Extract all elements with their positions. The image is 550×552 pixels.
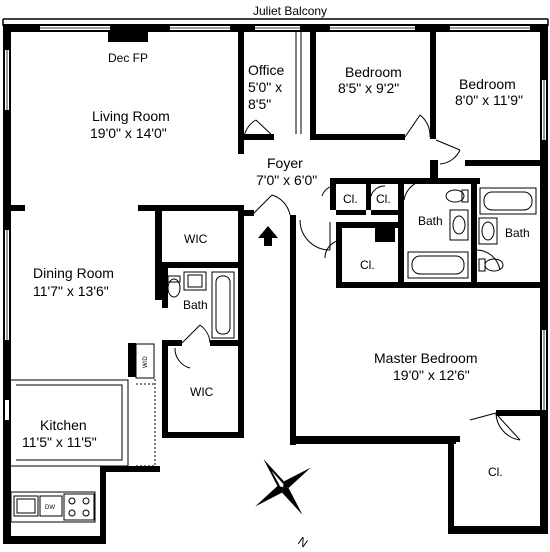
bedroom-1-label: Bedroom <box>345 64 402 80</box>
bedroom-2-label: Bedroom <box>459 76 516 92</box>
interior-walls <box>3 24 546 534</box>
closet-master-entry-label: Cl. <box>360 258 375 272</box>
office-dims-2: 8'5" <box>248 96 271 112</box>
bath-fixtures <box>167 187 537 339</box>
balcony-label: Juliet Balcony <box>253 4 327 18</box>
dining-room-label: Dining Room <box>33 265 114 281</box>
wic-lower-label: WIC <box>190 385 214 399</box>
bath-center-label: Bath <box>418 214 443 228</box>
dishwasher-label: DW <box>45 505 55 511</box>
living-room-dims: 19'0" x 14'0" <box>90 125 167 141</box>
dec-fp-label: Dec FP <box>108 51 148 65</box>
kitchen-label: Kitchen <box>40 417 87 433</box>
closet-foyer-1-label: Cl. <box>343 192 358 206</box>
closet-foyer-2-label: Cl. <box>376 192 391 206</box>
master-bedroom-dims: 19'0" x 12'6" <box>393 367 470 383</box>
foyer-label: Foyer <box>267 155 303 171</box>
living-room-label: Living Room <box>92 108 170 124</box>
closet-master-corner-label: Cl. <box>488 465 503 479</box>
office-label: Office <box>248 62 285 78</box>
kitchen-dims: 11'5" x 11'5" <box>22 434 97 450</box>
doors <box>174 114 521 441</box>
bath-dining-label: Bath <box>183 298 208 312</box>
kitchen-fixtures <box>10 343 156 523</box>
office-dims-1: 5'0" x <box>248 79 282 95</box>
windows <box>5 26 546 420</box>
compass-north-label: N <box>295 534 310 550</box>
master-bedroom-label: Master Bedroom <box>374 350 477 366</box>
washer-dryer-label: W/D <box>143 356 149 368</box>
foyer-dims: 7'0" x 6'0" <box>256 172 317 188</box>
bedroom-1-dims: 8'5" x 9'2" <box>338 80 399 96</box>
entry-arrow-icon <box>258 226 278 246</box>
wic-upper-label: WIC <box>184 232 208 246</box>
compass-rose-icon <box>255 459 311 515</box>
dining-room-dims: 11'7" x 13'6" <box>33 283 109 299</box>
bath-right-label: Bath <box>505 226 530 240</box>
bedroom-2-dims: 8'0" x 11'9" <box>455 92 523 108</box>
